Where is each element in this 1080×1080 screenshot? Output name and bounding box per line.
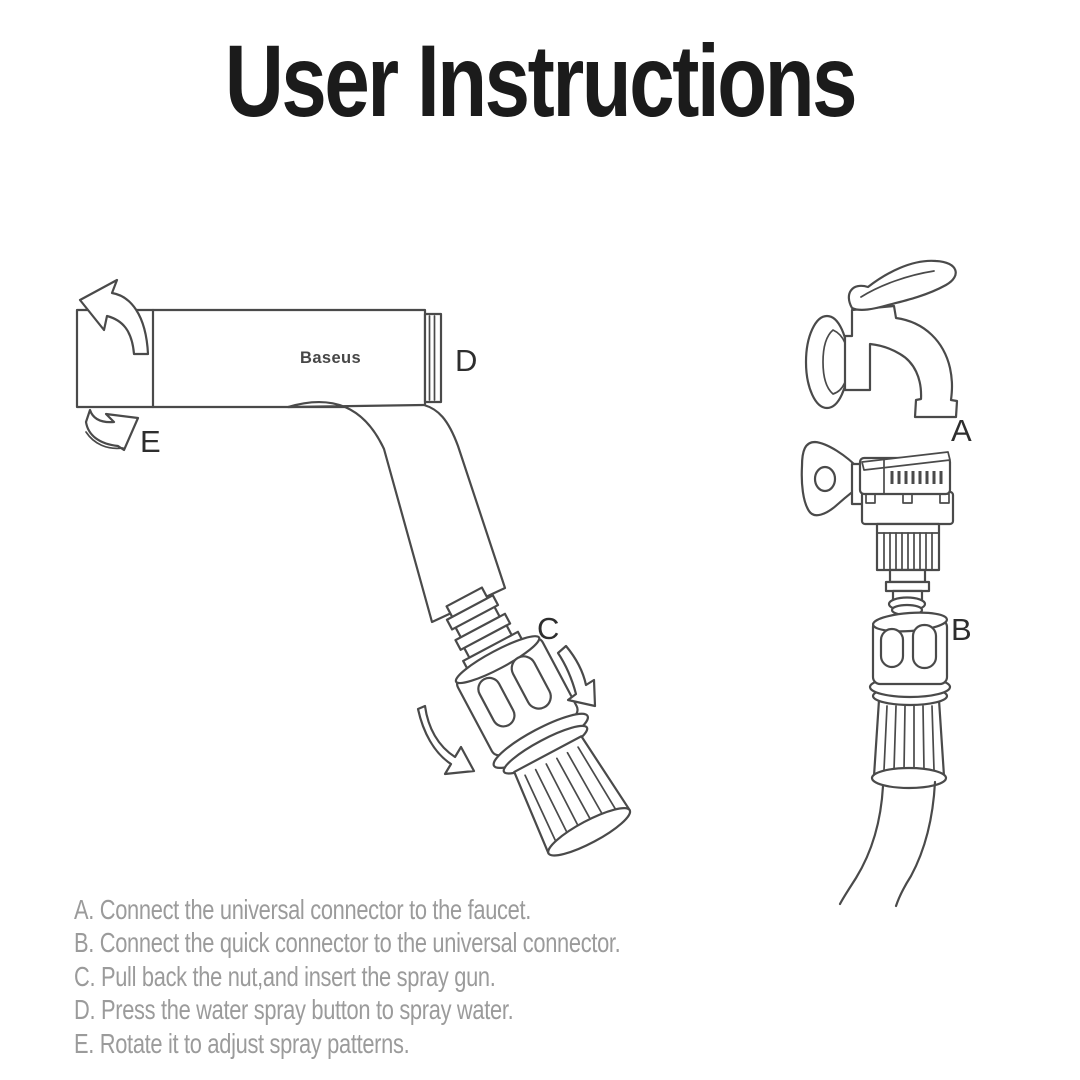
filter-bottom-rim [547, 807, 632, 857]
male-fitting-ring [884, 580, 931, 593]
spray-gun-illustration: Baseus D E [75, 278, 632, 857]
label-b: B [951, 612, 972, 647]
instruction-list: A. Connect the universal connector to th… [74, 893, 621, 1060]
label-c: C [537, 611, 559, 646]
nut-cutout-right [510, 655, 552, 710]
cap-rect [423, 312, 443, 404]
gun-handle [286, 400, 507, 624]
grip-rib-lines [883, 705, 935, 771]
gun-nut-assembly [445, 586, 632, 857]
faucet-lever-detail-line [860, 270, 935, 298]
hose-left-edge [838, 784, 885, 906]
label-e: E [140, 424, 161, 459]
label-a: A [951, 413, 972, 448]
thread-rib-lines [883, 532, 933, 571]
spray-button-cap [423, 312, 443, 404]
nut-cap-top-rim [454, 635, 541, 685]
faucet-assembly-illustration: A B [800, 259, 972, 908]
male-fitting-neck [888, 568, 927, 584]
quick-connector [838, 611, 952, 908]
rotate-arrow-bottom [84, 408, 140, 452]
universal-connector [800, 440, 955, 617]
instruction-item-b: B. Connect the quick connector to the un… [74, 927, 621, 959]
hose-right-edge [894, 780, 937, 908]
cap-cutout-left [879, 627, 905, 669]
nut-cutout-left [477, 676, 516, 728]
page-title: User Instructions [224, 24, 858, 138]
faucet [804, 259, 959, 419]
wall-flange-inner [822, 329, 849, 395]
grip-bottom-flare [870, 766, 948, 790]
pull-arrow-left [416, 704, 476, 776]
rotate-arrow-top [78, 278, 150, 356]
instruction-item-e: E. Rotate it to adjust spray patterns. [74, 1027, 410, 1059]
wing-nut-hole [813, 465, 837, 493]
cap-ridge-lines [428, 315, 436, 401]
brand-label: Baseus [300, 349, 361, 367]
pull-arrow-right [556, 644, 597, 708]
cap-cutout-right [911, 623, 938, 670]
clamp-slots [890, 471, 943, 484]
faucet-body-spout [843, 304, 959, 419]
instruction-item-d: D. Press the water spray button to spray… [74, 994, 514, 1026]
filter-rib-lines [524, 746, 618, 844]
faucet-lever [847, 259, 957, 311]
label-d: D [455, 343, 477, 378]
rotate-arrow-bottom-swoosh [85, 431, 124, 450]
instruction-item-c: C. Pull back the nut,and insert the spra… [74, 960, 496, 992]
instruction-item-a: A. Connect the universal connector to th… [74, 894, 531, 925]
